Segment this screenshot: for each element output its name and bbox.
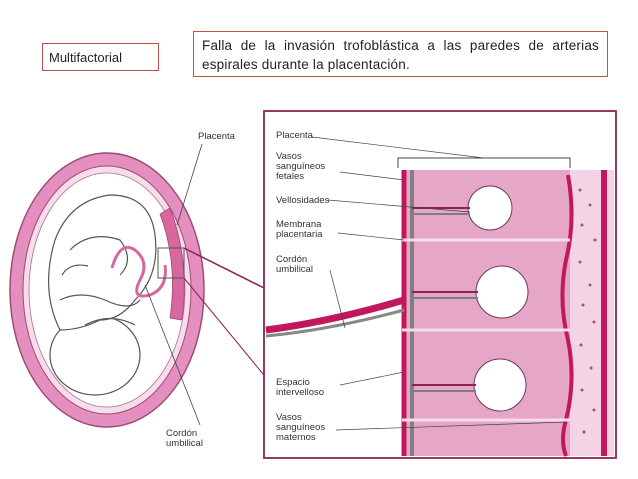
label-cordon-left-2: umbilical — [166, 438, 203, 449]
placenta-tissue-left — [159, 207, 185, 321]
label-cordon-1: Cordón — [276, 254, 308, 265]
label-placenta: Placenta — [276, 130, 313, 141]
label-placenta-left: Placenta — [198, 131, 235, 142]
label-vasos-maternos-2: sanguíneos — [276, 422, 326, 433]
label-vasos-fetales-3: fetales — [276, 171, 304, 182]
label-vasos-fetales-1: Vasos — [276, 151, 302, 162]
label-cordon-left-1: Cordón — [166, 428, 198, 439]
label-vellosidades: Vellosidades — [276, 195, 330, 206]
uterus-illustration — [9, 143, 269, 428]
umbilical-cord-left — [110, 245, 167, 298]
label-espacio-1: Espacio — [276, 377, 310, 388]
label-membrana-2: placentaria — [276, 229, 323, 240]
label-vasos-fetales-2: sanguíneos — [276, 161, 326, 172]
detail-panel — [263, 110, 617, 459]
label-cordon-2: umbilical — [276, 264, 313, 275]
zoom-box — [157, 247, 185, 279]
description-box: Falla de la invasión trofoblástica a las… — [193, 31, 608, 77]
label-espacio-2: intervelloso — [276, 387, 325, 398]
umbilical-cord — [265, 296, 405, 334]
label-vasos-maternos-1: Vasos — [276, 412, 302, 423]
fetus — [48, 194, 157, 396]
label-membrana-1: Membrana — [276, 219, 322, 230]
villi — [467, 185, 529, 412]
label-vasos-maternos-3: maternos — [276, 432, 316, 443]
category-box: Multifactorial — [42, 43, 159, 71]
